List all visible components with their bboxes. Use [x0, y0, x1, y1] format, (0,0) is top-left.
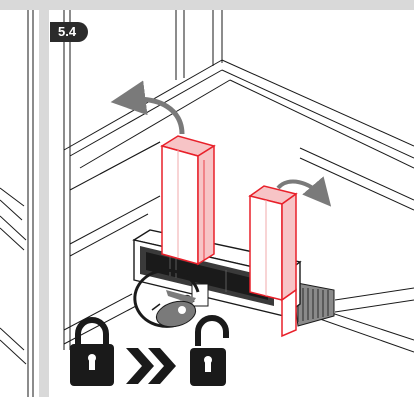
lock-closed-icon [70, 317, 114, 386]
step-number-badge: 5.4 [50, 22, 88, 42]
previous-step-illustration [0, 10, 34, 397]
previous-step-panel [0, 10, 39, 397]
left-post [160, 135, 216, 266]
double-chevron-right-icon [126, 348, 176, 384]
latch-illustration [63, 10, 414, 386]
step-panel [49, 10, 414, 397]
rotate-arrow-icon [110, 80, 332, 207]
key-icon [133, 268, 200, 328]
right-post [248, 185, 298, 338]
lock-open-icon [190, 315, 229, 386]
window-frame [63, 10, 414, 353]
